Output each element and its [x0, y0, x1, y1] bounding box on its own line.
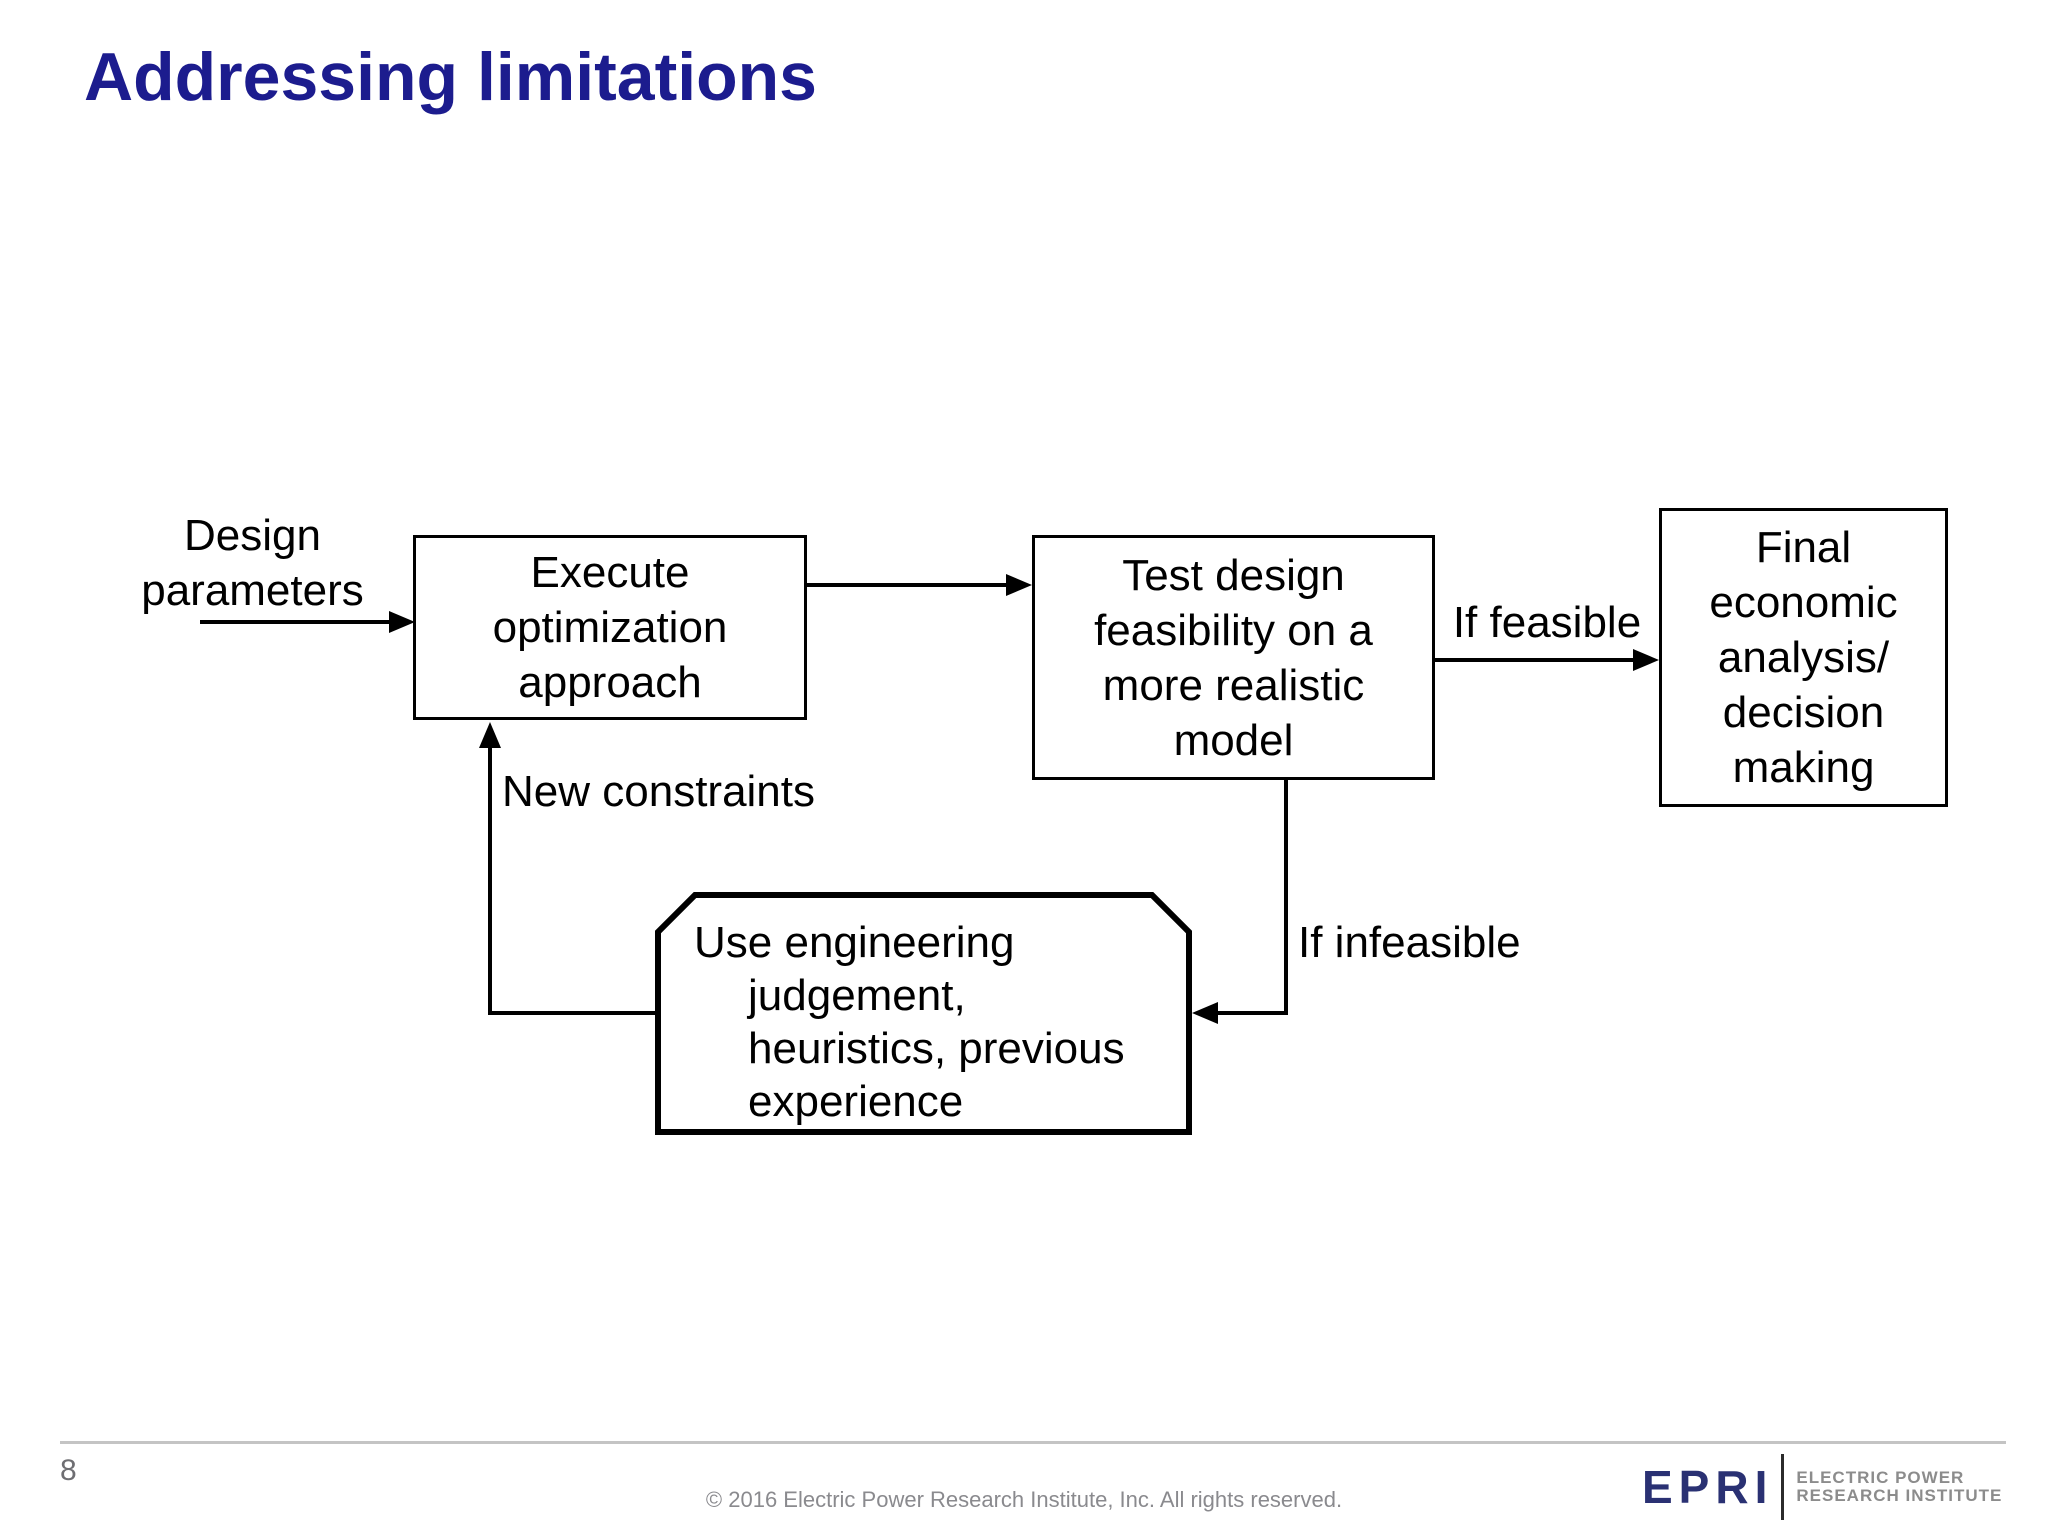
loop-arrow-head — [479, 722, 501, 748]
arrow-design-to-execute-head — [389, 611, 415, 633]
design-parameters-label: Design parameters — [141, 511, 364, 615]
epri-wordmark: EPRI — [1642, 1461, 1774, 1513]
epri-tagline-line1: ELECTRIC POWER — [1796, 1468, 1965, 1487]
test-feasibility-box: Test design feasibility on a more realis… — [1032, 535, 1435, 780]
epri-tagline-line2: RESEARCH INSTITUTE — [1796, 1486, 2003, 1505]
execute-optimization-box: Execute optimization approach — [413, 535, 807, 720]
arrow-design-to-execute-line — [200, 620, 391, 624]
judgement-box — [655, 892, 1192, 1135]
loop-vline — [488, 744, 492, 1015]
arrow-infeasible-head — [1192, 1002, 1218, 1024]
page-title: Addressing limitations — [84, 39, 817, 115]
arrow-execute-to-test-line — [807, 583, 1008, 587]
epri-logo-separator — [1781, 1454, 1785, 1520]
if-infeasible-label: If infeasible — [1298, 918, 1521, 967]
arrow-infeasible-hline — [1214, 1011, 1288, 1015]
copyright-text: © 2016 Electric Power Research Institute… — [705, 1487, 1343, 1512]
arrow-infeasible-vline — [1284, 780, 1288, 1015]
new-constraints-label: New constraints — [502, 767, 816, 816]
footer-divider — [60, 1441, 2006, 1444]
judgement-box-outline — [655, 892, 1192, 1135]
epri-logo: EPRI ELECTRIC POWER RESEARCH INSTITUTE — [1642, 1452, 2002, 1522]
epri-tagline: ELECTRIC POWER RESEARCH INSTITUTE — [1796, 1469, 2002, 1505]
arrow-test-to-final-head — [1633, 649, 1659, 671]
loop-hline — [490, 1011, 655, 1015]
page-number: 8 — [60, 1454, 77, 1487]
judgement-box-text: Use engineering judgement, heuristics, p… — [694, 918, 1125, 1126]
if-feasible-label: If feasible — [1452, 598, 1642, 647]
arrow-test-to-final-line — [1435, 658, 1635, 662]
final-economic-box: Final economic analysis/ decision making — [1659, 508, 1948, 807]
arrow-execute-to-test-head — [1006, 574, 1032, 596]
